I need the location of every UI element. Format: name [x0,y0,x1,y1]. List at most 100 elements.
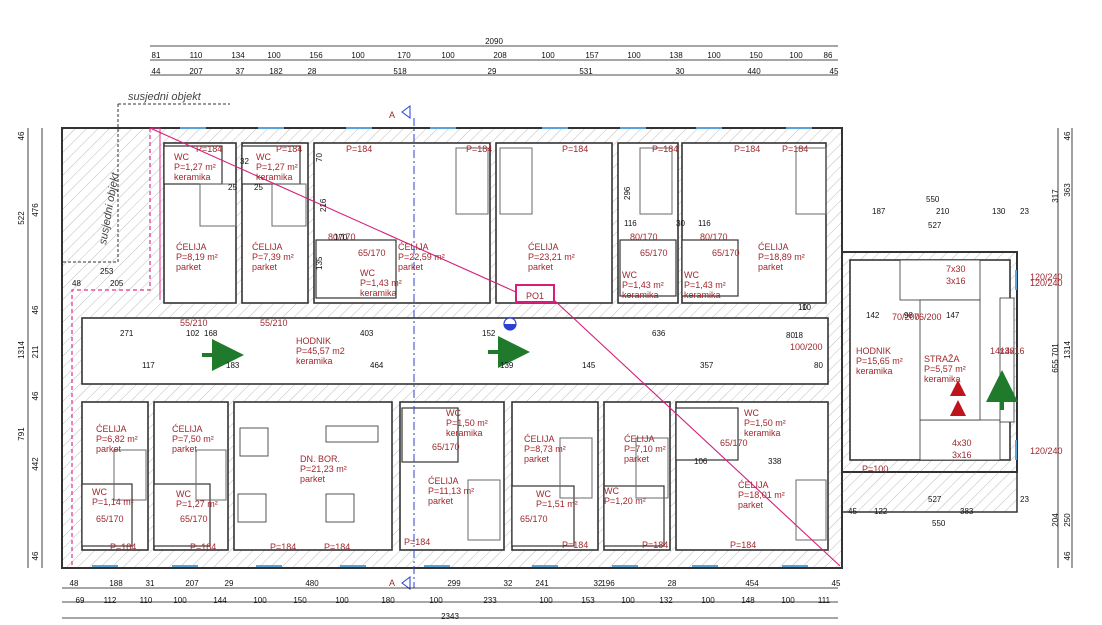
room-area: P=11,13 m² [428,486,474,496]
dim-top-row1: 100 [541,51,555,60]
room-floor: keramika [296,356,333,366]
dim-top-row2: 207 [189,67,203,76]
opening-label: 55/210 [260,318,288,328]
sill-height-label: P=184 [346,144,372,154]
dim-bottom-row1: 48 [70,579,79,588]
dim-bottom-row1: 480 [305,579,319,588]
dim-interior: 271 [120,329,134,338]
room-name: STRAŽA [924,354,960,364]
dim-bottom-row2: 69 [76,596,85,605]
dim-top-row2: 29 [488,67,497,76]
opening-label: 3x16 [952,450,972,460]
room-area: P=45,57 m2 [296,346,345,356]
dim-top-row1: 100 [267,51,281,60]
dim-interior: 23 [1020,495,1029,504]
dim-top-row2: 30 [676,67,685,76]
opening-label: 120/240 [1030,272,1063,282]
dim-top-row1: 100 [627,51,641,60]
dim-interior: 45 [848,507,857,516]
sill-height-label: P=184 [190,542,216,552]
room-floor: keramika [256,172,293,182]
dim-top-row1: 100 [441,51,455,60]
room-floor: parket [738,500,764,510]
dim-top-row2: 37 [236,67,245,76]
room-area: P=23,21 m² [528,252,575,262]
room-floor: parket [524,454,550,464]
sill-height-label: P=184 [562,144,588,154]
dim-bottom-row2: 111 [818,596,831,605]
opening-label: 65/170 [640,248,668,258]
sill-height-label: P=184 [110,542,136,552]
room-floor: parket [252,262,278,272]
room-name: ĆELIJA [96,424,127,434]
room-name: WC [446,408,461,418]
fire-extinguisher-number: 152 [482,329,496,338]
room-name: WC [622,270,637,280]
sill-height-label: P=100 [862,464,888,474]
dim-right-inner: 317 [1051,189,1060,203]
dim-interior: 18 [794,331,803,340]
dim-bottom-row1: 32 [594,579,603,588]
dim-right-inner: 655 [1051,359,1060,373]
sill-height-label: P=184 [734,144,760,154]
dim-interior: 216 [319,198,328,212]
room-name: ĆELIJA [738,480,769,490]
room-floor: keramika [684,290,721,300]
dim-interior: 116 [698,219,711,228]
opening-label: 55/210 [180,318,208,328]
dim-top-total: 2090 [485,37,503,46]
dim-top-row2: 28 [308,67,317,76]
dim-left-inner: 46 [31,391,40,400]
dim-top-row1: 100 [707,51,721,60]
dim-top-row2: 182 [269,67,283,76]
dim-bottom-row2: 144 [213,596,227,605]
room-area: P=6,82 m² [96,434,138,444]
opening-label: 80/170 [630,232,658,242]
dim-bottom-row2: 132 [659,596,673,605]
dim-top-row2: 531 [579,67,593,76]
windows-top [92,127,1017,567]
room-floor: keramika [360,288,397,298]
dim-right-outer: 46 [1063,551,1072,560]
dim-interior: 139 [500,361,514,370]
dim-left-inner: 476 [31,203,40,217]
room-floor: parket [428,496,454,506]
dim-bottom-row2: 233 [483,596,497,605]
dim-top-row1: 86 [824,51,833,60]
room-name: ĆELIJA [524,434,555,444]
room-area: P=21,23 m² [300,464,347,474]
room-name: ĆELIJA [252,242,283,252]
dim-left-inner: 211 [31,345,40,358]
dim-interior: 183 [226,361,240,370]
dim-top-row1: 100 [351,51,365,60]
dim-bottom-row1: 31 [146,579,155,588]
dim-bottom-row1: 299 [447,579,461,588]
room-area: P=1,20 m² [604,496,646,506]
fire-extinguisher-icon [503,317,517,331]
dim-top-row1: 138 [669,51,683,60]
opening-label: 3x16 [946,276,966,286]
dim-bottom-row2: 180 [381,596,395,605]
dim-interior: 210 [936,207,950,216]
opening-label: 65/170 [180,514,208,524]
plan-code-label: PO1 [526,291,544,301]
room-area: P=1,43 m² [684,280,726,290]
dim-interior: 636 [652,329,666,338]
dim-interior: 25 [254,183,263,192]
opening-label: 65/170 [520,514,548,524]
section-mark-bottom: A [389,578,395,588]
opening-label: 14x30 [990,346,1015,356]
room-floor: keramika [856,366,893,376]
room-area: P=1,27 m² [256,162,298,172]
sill-height-label: P=184 [782,144,808,154]
wc-boxes [81,145,739,547]
room-name: ĆELIJA [624,434,655,444]
dim-interior: 170 [334,233,348,242]
dim-interior: 98 [904,311,913,320]
dim-left-outer: 46 [17,131,26,140]
neighbor-outline [62,103,230,566]
room-name: ĆELIJA [176,242,207,252]
dim-bottom-row2: 100 [539,596,553,605]
room-name: WC [744,408,759,418]
room-number: 10 [798,303,807,312]
